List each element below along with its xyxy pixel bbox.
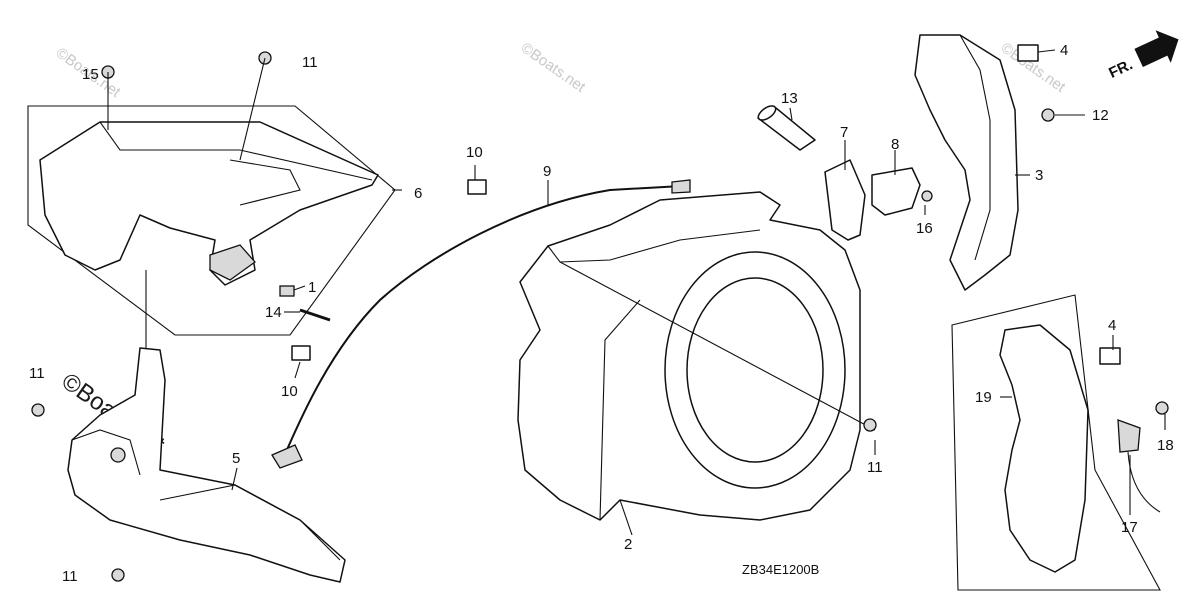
part-tube	[757, 105, 816, 151]
cable-end-connector	[271, 444, 303, 469]
callout-7: 7	[840, 124, 848, 141]
part-shroud-upper	[39, 121, 379, 286]
callout-18: 18	[1157, 437, 1174, 454]
part-side-plate	[914, 34, 1019, 291]
part-side-plate-19	[999, 324, 1089, 573]
watermark: ©Boats.net	[518, 39, 589, 96]
callout-5: 5	[232, 450, 240, 467]
callout-17: 17	[1121, 519, 1138, 536]
callout-10: 10	[281, 383, 298, 400]
callouts: 15 11 6 1 14 10 10 9 11 5 11 2 11 13 7 8…	[29, 42, 1174, 585]
part-shroud-lower	[67, 347, 346, 583]
callout-15: 15	[82, 66, 99, 83]
callout-16: 16	[916, 220, 933, 237]
group-outline-6	[27, 105, 396, 336]
callout-9: 9	[543, 163, 551, 180]
switch-wire	[1127, 451, 1161, 513]
callout-14: 14	[265, 304, 282, 321]
cable-end-terminal	[671, 179, 691, 194]
callout-11: 11	[29, 365, 45, 382]
leader-lines	[107, 49, 1166, 536]
part-cable	[285, 185, 683, 453]
drawing-code: ZB34E1200B	[742, 562, 819, 577]
callout-11: 11	[62, 568, 78, 585]
part-bracket-7	[824, 159, 866, 241]
callout-8: 8	[891, 136, 899, 153]
callout-4: 4	[1060, 42, 1068, 59]
callout-19: 19	[975, 389, 992, 406]
part-fan-cover	[517, 191, 876, 521]
part-bracket-8	[871, 167, 921, 216]
front-direction-arrow: FR.	[1106, 30, 1179, 82]
callout-13: 13	[781, 90, 798, 107]
callout-10: 10	[466, 144, 483, 161]
arrow-icon	[1134, 30, 1179, 68]
part-switch-17	[1117, 419, 1141, 453]
callout-3: 3	[1035, 167, 1043, 184]
callout-6: 6	[414, 185, 422, 202]
callout-4: 4	[1108, 317, 1116, 334]
callout-12: 12	[1092, 107, 1109, 124]
callout-11: 11	[302, 54, 318, 71]
inset-outline	[951, 294, 1161, 591]
callout-2: 2	[624, 536, 632, 553]
callout-11: 11	[867, 459, 883, 476]
direction-label: FR.	[1106, 56, 1135, 82]
callout-1: 1	[308, 279, 316, 296]
